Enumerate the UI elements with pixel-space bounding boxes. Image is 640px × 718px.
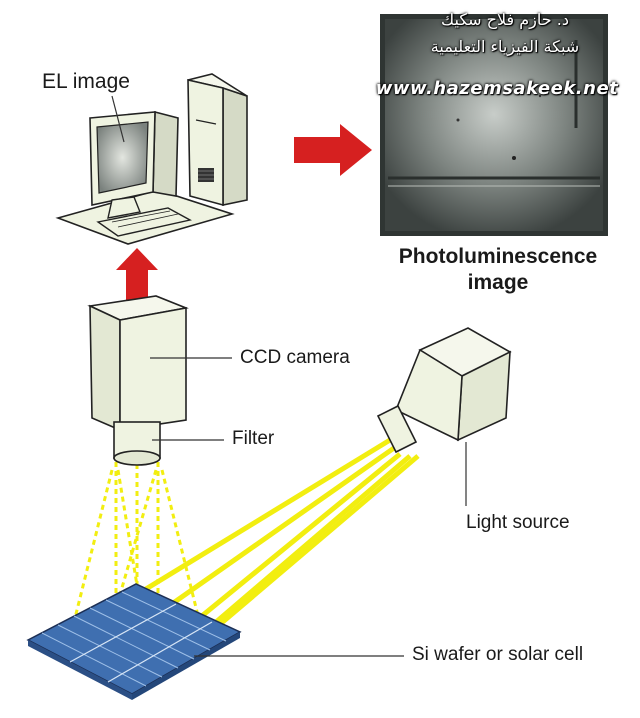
photoluminescence-label: Photoluminescence image (378, 244, 618, 296)
computer (58, 74, 247, 244)
monitor-screen (97, 122, 148, 193)
el-image-label: EL image (42, 70, 130, 94)
ccd-camera-label: CCD camera (240, 347, 350, 369)
si-wafer (28, 584, 240, 700)
ccd-camera (90, 296, 186, 430)
tower-side (223, 88, 247, 205)
si-wafer-label: Si wafer or solar cell (412, 644, 583, 666)
watermark-url: www.hazemsakeek.net (362, 78, 632, 99)
light-source-label: Light source (466, 512, 570, 534)
filter-label: Filter (232, 428, 274, 450)
camera-front (90, 306, 120, 430)
arrow-up (116, 248, 158, 302)
watermark-author: د. حازم فلاح سكيك (395, 10, 615, 29)
light-source (378, 328, 510, 452)
monitor-side (153, 112, 178, 196)
arrow-right (294, 124, 372, 176)
filter (114, 422, 160, 465)
tower-front (188, 80, 223, 205)
watermark-network: شبكة الفيزياء التعليمية (395, 37, 615, 56)
camera-side (120, 308, 186, 430)
